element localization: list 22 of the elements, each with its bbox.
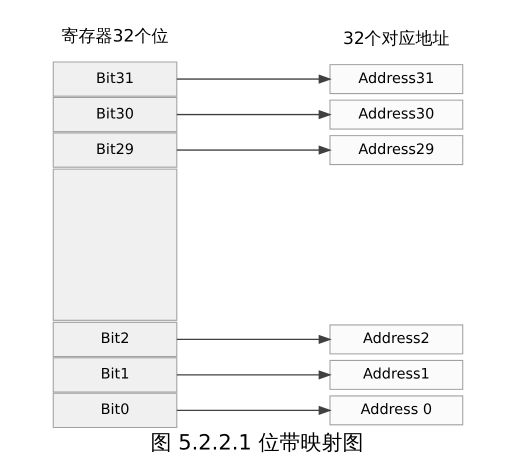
node-box: Bit2 [52,322,177,357]
arrow [176,74,332,84]
node-box: Address 0 [328,395,463,426]
arrow [176,370,332,380]
arrow [176,334,332,344]
node-box: Bit31 [52,61,177,97]
node-box: Address29 [328,135,463,166]
arrow [176,110,332,120]
node-box: Address31 [328,64,463,94]
node-box: Address30 [328,100,463,130]
node-box: Bit1 [52,357,177,392]
node-box: Bit0 [52,392,177,428]
node-box: Address1 [328,360,463,390]
arrow [176,145,332,155]
node-box [52,168,177,321]
node-box: Bit30 [52,96,177,132]
caption: 图 5.2.2.1 位带映射图 [150,430,363,455]
node-box: Address2 [328,324,463,354]
label: 寄存器32个位 [61,26,168,46]
node-box: Bit29 [52,132,177,168]
arrow [176,406,332,415]
label: 32个对应地址 [342,29,450,50]
